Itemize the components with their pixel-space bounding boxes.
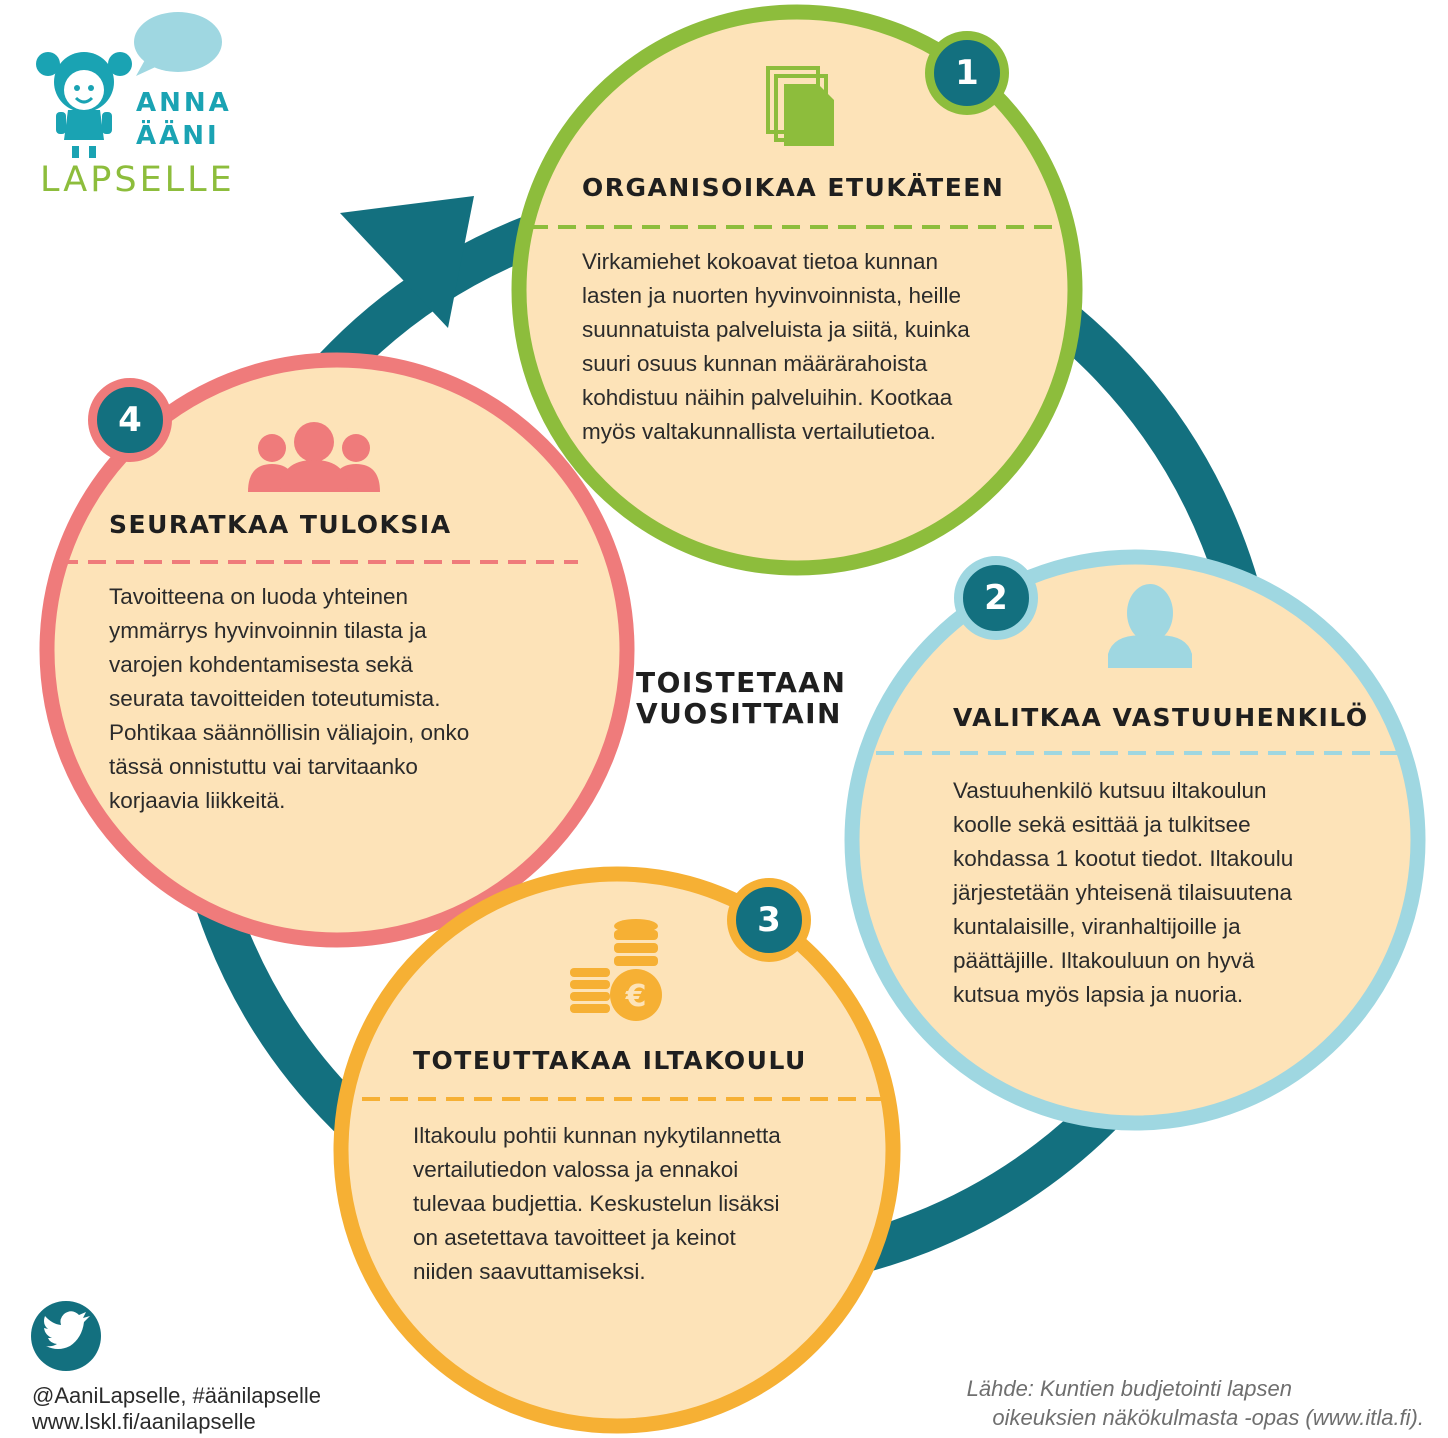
- cycle-arrowhead-icon: [340, 196, 474, 328]
- stage-1-description: Virkamiehet kokoavat tietoa kunnan laste…: [582, 245, 970, 449]
- stage-3-line: tulevaa budjettia. Keskustelun lisäksi: [413, 1191, 780, 1216]
- stage-2-line: kutsua myös lapsia ja nuoria.: [953, 982, 1244, 1007]
- stage-1-line: suunnatuista palveluista ja siitä, kuink…: [582, 317, 970, 342]
- stage-3-description: Iltakoulu pohtii kunnan nykytilannetta v…: [413, 1119, 781, 1289]
- stage-3-line: vertailutiedon valossa ja ennakoi: [413, 1157, 739, 1182]
- stage-4-title: SEURATKAA TULOKSIA: [109, 510, 452, 539]
- logo-lapselle: LAPSELLE: [40, 160, 235, 200]
- stage-1-line: suuri osuus kunnan määrärahoista: [582, 351, 928, 376]
- stage-4-line: korjaavia liikkeitä.: [109, 788, 286, 813]
- stage-4-line: seurata tavoitteiden toteutumista.: [109, 686, 441, 711]
- stage-3-line: niiden saavuttamiseksi.: [413, 1259, 646, 1284]
- stage-4-description: Tavoitteena on luoda yhteinen ymmärrys h…: [109, 580, 469, 818]
- stage-1-line: myös valtakunnallista vertailutietoa.: [582, 419, 936, 444]
- stage-4-line: Tavoitteena on luoda yhteinen: [109, 584, 408, 609]
- stage-3-circle: [333, 866, 901, 1434]
- logo-anna: ANNA: [136, 88, 232, 118]
- stage-1-line: Virkamiehet kokoavat tietoa kunnan: [582, 249, 939, 274]
- stage-4-circle: [39, 352, 635, 948]
- stage-2-line: päättäjille. Iltakouluun on hyvä: [953, 948, 1255, 973]
- source-line-1: Lähde: Kuntien budjetointi lapsen: [966, 1376, 1292, 1401]
- stage-2-title: VALITKAA VASTUUHENKILÖ: [953, 703, 1369, 732]
- stage-4-line: Pohtikaa säännöllisin väliajoin, onko: [109, 720, 470, 745]
- svg-text:€: €: [625, 979, 647, 1014]
- stage-1-line: kohdistuu näihin palveluihin. Kootkaa: [582, 385, 953, 410]
- stage-1-title: ORGANISOIKAA ETUKÄTEEN: [582, 173, 1005, 202]
- stage-4-number-badge: 4: [88, 378, 172, 462]
- stage-3-title: TOTEUTTAKAA ILTAKOULU: [413, 1046, 807, 1075]
- girl-with-speech-bubble-logo: [36, 12, 222, 158]
- stage-4-line: varojen kohdentamisesta sekä: [109, 652, 413, 677]
- logo-aani: ÄÄNI: [136, 121, 220, 151]
- stage-2-number-badge: 2: [954, 556, 1038, 640]
- person-icon: [1108, 584, 1192, 668]
- repeat-yearly-line-2: VUOSITTAIN: [636, 697, 842, 730]
- source-line-2: oikeuksien näkökulmasta -opas (www.itla.…: [992, 1405, 1424, 1430]
- twitter-icon: [31, 1301, 101, 1371]
- stage-4-line: tässä onnistuttu vai tarvitaanko: [109, 754, 418, 779]
- stage-3-line: on asetettava tavoitteet ja keinot: [413, 1225, 736, 1250]
- stage-1-line: lasten ja nuorten hyvinvoinnista, heille: [582, 283, 961, 308]
- stage-4-line: ymmärrys hyvinvoinnin tilasta ja: [109, 618, 427, 643]
- repeat-yearly-label: TOISTETAAN VUOSITTAIN: [636, 666, 847, 730]
- coins-euro-icon: €: [570, 919, 662, 1021]
- stage-2-line: Vastuuhenkilö kutsuu iltakoulun: [953, 778, 1267, 803]
- stage-2-line: kuntalaisille, viranhaltijoille ja: [953, 914, 1241, 939]
- website-link[interactable]: www.lskl.fi/aanilapselle: [32, 1409, 256, 1434]
- stage-3-number-badge: 3: [727, 878, 811, 962]
- stage-2-line: koolle sekä esittää ja tulkitsee: [953, 812, 1251, 837]
- stage-2-line: kohdassa 1 kootut tiedot. Iltakoulu: [953, 846, 1294, 871]
- stage-1-circle: [511, 4, 1083, 576]
- stage-3-line: Iltakoulu pohtii kunnan nykytilannetta: [413, 1123, 781, 1148]
- stage-2-description: Vastuuhenkilö kutsuu iltakoulun koolle s…: [953, 774, 1293, 1012]
- stage-2-circle: [844, 549, 1426, 1131]
- stage-1-number-badge: 1: [925, 31, 1009, 115]
- stage-2-line: järjestetään yhteisenä tilaisuutena: [953, 880, 1292, 905]
- social-handles[interactable]: @AaniLapselle, #äänilapselle: [32, 1383, 321, 1408]
- documents-icon: [766, 66, 834, 146]
- repeat-yearly-line-1: TOISTETAAN: [636, 666, 847, 699]
- group-icon: [248, 422, 380, 492]
